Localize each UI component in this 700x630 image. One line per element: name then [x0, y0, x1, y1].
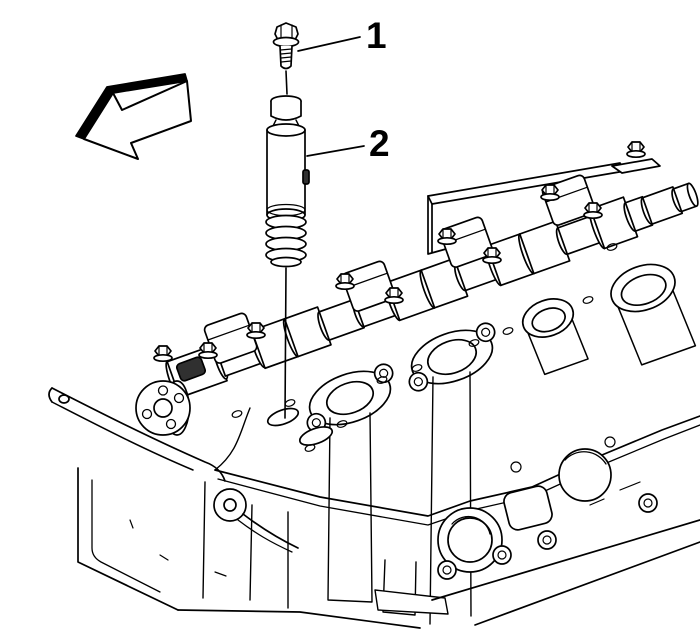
alignment-line — [284, 267, 287, 419]
right-face-ports — [437, 436, 658, 580]
left-wall — [77, 467, 700, 629]
bolt-alignment-line — [285, 70, 288, 95]
camshaft-end-flange — [135, 380, 191, 436]
spark-plug-towers — [521, 263, 697, 376]
camshaft-bearing-caps — [153, 141, 646, 382]
deck-holes — [231, 243, 618, 452]
callout-1-label: 1 — [366, 15, 387, 56]
front-face — [78, 416, 700, 628]
leader-line-2 — [306, 145, 365, 157]
camshaft-carrier-rail — [427, 158, 661, 255]
leader-line-1 — [297, 36, 361, 52]
solenoid-valve-bolt — [272, 22, 300, 70]
direction-arrow-icon — [75, 73, 192, 160]
deck-front-edge — [214, 407, 700, 526]
cylinder-head-illustration — [48, 141, 700, 629]
solenoid-valve — [265, 95, 310, 268]
callout-2-label: 2 — [369, 123, 390, 164]
left-mounting-arm — [48, 387, 299, 553]
